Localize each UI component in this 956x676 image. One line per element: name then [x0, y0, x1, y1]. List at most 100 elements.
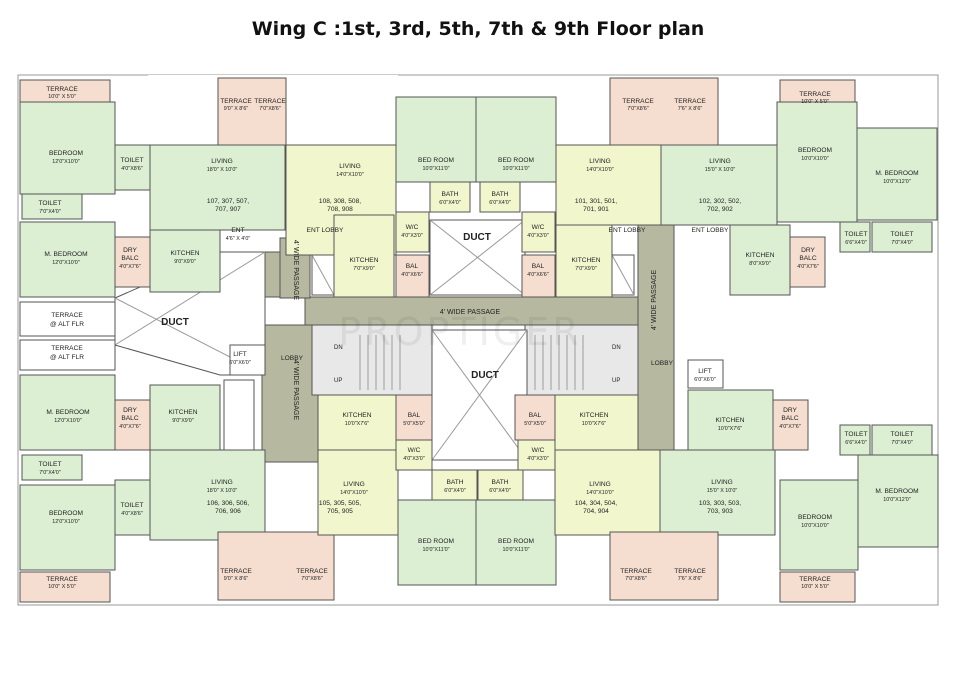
flat-106 — [19, 374, 335, 603]
dim: 4'0"X7'6" — [797, 264, 819, 270]
bedroom — [19, 101, 116, 195]
label: TERRACE — [799, 576, 831, 583]
label: TOILET — [39, 200, 62, 207]
dim: 9'0" X 8'6" — [224, 576, 249, 582]
label: TERRACE — [220, 568, 252, 575]
dim: 7'0"X4'0" — [891, 240, 913, 246]
label: LIFT — [233, 351, 247, 358]
central-passage — [304, 296, 641, 326]
dim: 7'0"X8'6" — [625, 576, 647, 582]
label: LIVING — [343, 481, 365, 488]
labels-flat-108: LIVING 14'0"X10'0" 108, 308, 508, 708, 9… — [307, 157, 461, 278]
labels-flat-101: BED ROOM 10'0"X11'0" BATH 6'0"X4'0" W/C … — [489, 98, 706, 278]
dim: 10'0" X 5'0" — [801, 99, 829, 105]
terrace — [19, 571, 111, 603]
flat-no: 706, 906 — [215, 508, 241, 515]
flat-102 — [609, 77, 938, 296]
label: W/C — [532, 224, 545, 231]
label: M. BEDROOM — [46, 409, 89, 416]
label: TOILET — [121, 502, 144, 509]
flat-no: 702, 902 — [707, 206, 733, 213]
dim: 18'0" X 10'0" — [207, 488, 238, 494]
dim: 6'0"X6'0" — [229, 360, 251, 366]
label: M. BEDROOM — [44, 251, 87, 258]
label: TOILET — [891, 231, 914, 238]
stair-treads — [359, 335, 584, 390]
dim: 7'0"X9'0" — [353, 266, 375, 272]
flat-no: 108, 308, 508, — [319, 198, 361, 205]
living — [317, 449, 399, 536]
dim: 6'6"X4'0" — [845, 240, 867, 246]
dim: 14'0"X10'0" — [336, 172, 364, 178]
label: @ ALT FLR — [50, 321, 84, 328]
lift-left — [229, 344, 266, 376]
label: @ ALT FLR — [50, 354, 84, 361]
label: BATH — [441, 191, 458, 198]
label: LIVING — [211, 158, 233, 165]
dim: 10'0" X 5'0" — [801, 584, 829, 590]
passage-label: 4' WIDE PASSAGE — [440, 309, 501, 316]
mbedroom — [19, 221, 116, 298]
left-passage — [261, 324, 319, 463]
label: TERRACE — [46, 86, 78, 93]
dim: 10'0"X11'0" — [422, 166, 449, 172]
dim: 9'0"X9'0" — [172, 418, 194, 424]
dim: 7'0"X4'0" — [891, 440, 913, 446]
label: BED ROOM — [418, 538, 454, 545]
label: LIVING — [711, 479, 733, 486]
drybalc — [114, 236, 151, 288]
label: TOILET — [39, 461, 62, 468]
dim: 10'0"X7'6" — [345, 421, 370, 427]
label: W/C — [532, 447, 545, 454]
drybalc — [772, 399, 809, 451]
dim: 7'0"X8'6" — [627, 106, 649, 112]
toilet — [839, 221, 871, 253]
living — [660, 144, 778, 226]
passage-label: 4' WIDE PASSAGE — [292, 360, 299, 421]
label: TOILET — [891, 431, 914, 438]
dim: 5'0"X5'0" — [403, 421, 425, 427]
label: KITCHEN — [171, 250, 200, 257]
label: BALC — [781, 415, 798, 422]
dim: 10'0"X11'0" — [422, 547, 449, 553]
dim: 10'0"X7'6" — [582, 421, 607, 427]
toilet — [839, 424, 871, 456]
passage-label: 4' WIDE PASSAGE — [292, 240, 299, 301]
drybalc — [789, 236, 826, 288]
label: DRY — [123, 247, 137, 254]
kitchen — [554, 394, 639, 451]
toilet — [21, 454, 83, 481]
bal — [514, 394, 556, 441]
kitchen — [333, 214, 395, 298]
labels-flat-104: BED ROOM 10'0"X11'0" BATH 6'0"X4'0" W/C … — [489, 412, 617, 553]
terrace-alt-2 — [19, 339, 116, 371]
kitchen — [149, 384, 221, 451]
dim: 10'0"X10'0" — [801, 523, 829, 529]
kitchen — [317, 394, 397, 451]
label: M. BEDROOM — [875, 488, 918, 495]
mbedroom — [857, 454, 939, 548]
label: BATH — [491, 479, 508, 486]
flat-no: 105, 305, 505, — [319, 500, 361, 507]
label: BED ROOM — [418, 157, 454, 164]
label: TOILET — [845, 231, 868, 238]
bath — [479, 181, 521, 213]
flat-no: 705, 905 — [327, 508, 353, 515]
label: ENT — [231, 227, 244, 234]
terrace — [609, 531, 719, 601]
bath — [429, 181, 471, 213]
drybalc — [114, 399, 151, 451]
label: TERRACE — [254, 98, 286, 105]
label: BALC — [799, 255, 816, 262]
terrace2 — [217, 77, 287, 146]
label: LOBBY — [281, 355, 304, 362]
dim: 4'0"X7'6" — [119, 264, 141, 270]
bedroom — [779, 479, 859, 571]
stair-right — [524, 324, 639, 396]
dim: 12'0"X10'0" — [52, 260, 80, 266]
bedroom — [475, 499, 557, 586]
label: LIVING — [211, 479, 233, 486]
label: TERRACE — [296, 568, 328, 575]
bedroom — [475, 96, 557, 183]
